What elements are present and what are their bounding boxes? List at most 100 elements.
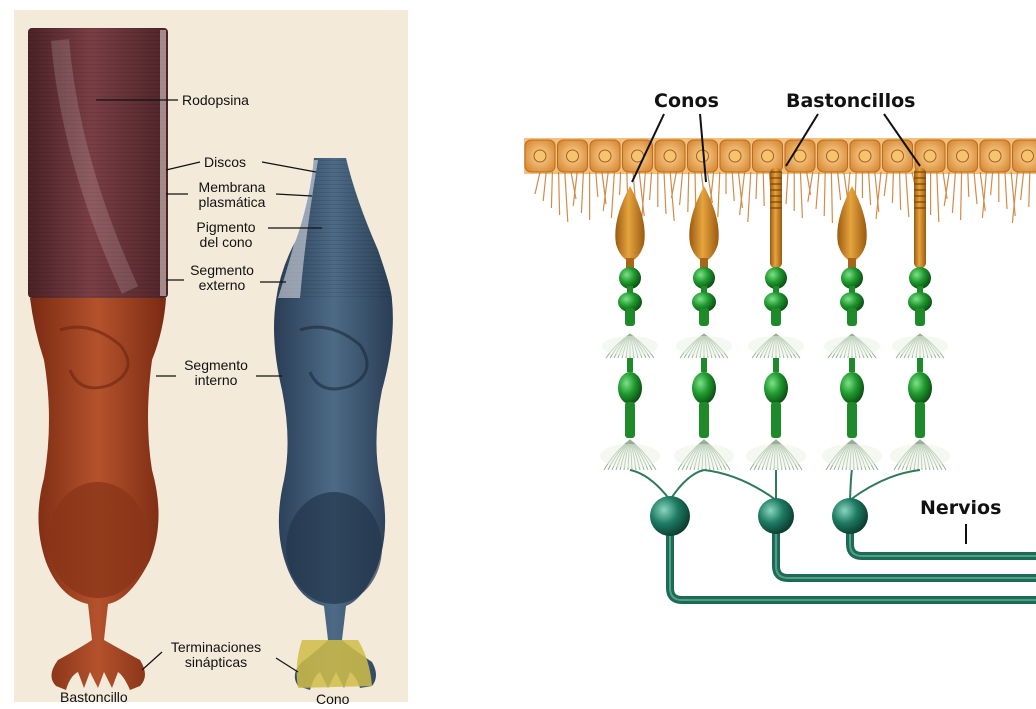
epithelium-fiber: [671, 172, 676, 198]
bipolar-axon: [771, 402, 781, 438]
bipolar-neck: [773, 358, 779, 372]
epithelium-fiber: [906, 172, 909, 217]
label-terminaciones-sinapticas: Terminaciones sinápticas: [158, 640, 274, 670]
epithelium-fiber: [602, 172, 606, 204]
label-terminaciones-line1: Terminaciones: [158, 640, 274, 655]
bipolar-axon: [915, 402, 925, 438]
epithelium-fiber: [786, 172, 788, 204]
rod-outer-body: [770, 168, 782, 268]
bipolar-stem: [771, 308, 781, 326]
label-bastoncillo: Bastoncillo: [60, 690, 128, 705]
synapse-cloud: [892, 336, 948, 356]
rod-photoreceptor: [890, 168, 950, 470]
cone-outer-body: [615, 186, 644, 262]
nerve-fiber-2: [776, 518, 1036, 578]
ganglion-cell-1: [650, 496, 690, 536]
label-segmento-externo-line2: externo: [184, 278, 260, 293]
dendrite-branch: [850, 470, 852, 500]
cone-photoreceptor: [674, 186, 734, 470]
epithelium-cell-nucleus: [859, 150, 871, 162]
epithelium-fiber: [611, 172, 614, 218]
photoreceptor-columns: [600, 168, 950, 500]
cone-nucleus: [286, 492, 382, 604]
synapse-cloud-lower: [746, 444, 806, 468]
label-membrana-plasmatica: Membrana plasmática: [192, 180, 272, 210]
label-conos: Conos: [654, 90, 719, 112]
epithelium-fiber: [664, 172, 666, 214]
epithelium-fiber: [535, 172, 540, 194]
cone-synaptic-terminal: [297, 640, 372, 688]
epithelium-cell-nucleus: [729, 150, 741, 162]
label-membrana-line1: Membrana: [192, 180, 272, 195]
rod-discs: [28, 28, 168, 298]
epithelium-fiber: [680, 172, 683, 205]
label-terminaciones-line2: sinápticas: [158, 655, 274, 670]
epithelium-fiber: [869, 172, 871, 205]
epithelium-fiber: [1029, 172, 1030, 207]
nerve-fiber-3: [850, 518, 1036, 556]
ganglion-dendrites: [630, 470, 920, 500]
epithelium-cell-nucleus: [1022, 150, 1034, 162]
epithelium-fiber: [808, 172, 813, 202]
bipolar-neck: [917, 358, 923, 372]
epithelium-cell-nucleus: [924, 150, 936, 162]
dendrite-branch: [670, 470, 704, 500]
cone-photoreceptor: [600, 186, 660, 470]
synapse-cloud-lower: [600, 444, 660, 468]
ganglion-cell-3: [832, 498, 868, 534]
epithelium-fiber: [892, 172, 893, 203]
label-segmento-interno-line1: Segmento: [178, 358, 254, 373]
synapse-cloud: [676, 336, 732, 356]
bipolar-neck: [849, 358, 855, 372]
rod-outer-body: [914, 168, 926, 268]
epithelium-cell-nucleus: [892, 150, 904, 162]
epithelium-fiber: [718, 172, 720, 217]
bipolar-axon: [699, 402, 709, 438]
epithelium-cell-nucleus: [827, 150, 839, 162]
bipolar-cell-body: [692, 372, 716, 404]
bipolar-neck: [627, 358, 633, 372]
photoreceptor-cell-body: [841, 267, 863, 289]
epithelium-fiber: [559, 172, 560, 215]
epithelium-fiber: [763, 172, 764, 206]
epithelium-cell-nucleus: [534, 150, 546, 162]
epithelium-fiber: [596, 172, 598, 197]
epithelium-fiber: [732, 172, 734, 201]
synapse-cloud: [824, 336, 880, 356]
label-segmento-interno: Segmento interno: [178, 358, 254, 388]
label-pigmento-line1: Pigmento: [186, 220, 266, 235]
epithelium-fiber: [816, 172, 819, 209]
epithelium-cell-nucleus: [989, 150, 1001, 162]
label-segmento-interno-line2: interno: [178, 373, 254, 388]
dendrite-branch: [850, 470, 920, 500]
bipolar-cell-body: [840, 372, 864, 404]
rod-photoreceptor: [746, 168, 806, 470]
epithelium-fiber: [952, 172, 955, 213]
bipolar-cell-body: [908, 372, 932, 404]
epithelium-fiber: [974, 172, 977, 204]
epithelium-fiber: [937, 172, 939, 222]
ganglion-cell-2: [758, 498, 794, 534]
bipolar-stem: [847, 308, 857, 326]
bipolar-cell-body: [764, 372, 788, 404]
bipolar-stem: [625, 308, 635, 326]
dendrite-branch: [630, 470, 670, 500]
epithelium-cell-nucleus: [957, 150, 969, 162]
epithelium-fiber: [1005, 172, 1007, 209]
bipolar-stem: [699, 308, 709, 326]
bipolar-neck: [701, 358, 707, 372]
label-pigmento-del-cono: Pigmento del cono: [186, 220, 266, 250]
epithelium-fiber: [991, 172, 993, 195]
epithelium-fiber: [650, 172, 652, 200]
synapse-cloud: [748, 336, 804, 356]
epithelium-cell-nucleus: [664, 150, 676, 162]
label-pigmento-line2: del cono: [186, 235, 266, 250]
epithelium-fiber: [756, 172, 757, 199]
rod-membrane-edge: [160, 30, 166, 296]
epithelium-fiber: [551, 172, 552, 208]
synapse-cloud-lower: [822, 444, 882, 468]
epithelium-fiber: [581, 172, 583, 213]
dendrite-branch: [704, 470, 776, 500]
epithelium-fiber: [688, 172, 689, 212]
label-discos: Discos: [204, 155, 246, 170]
